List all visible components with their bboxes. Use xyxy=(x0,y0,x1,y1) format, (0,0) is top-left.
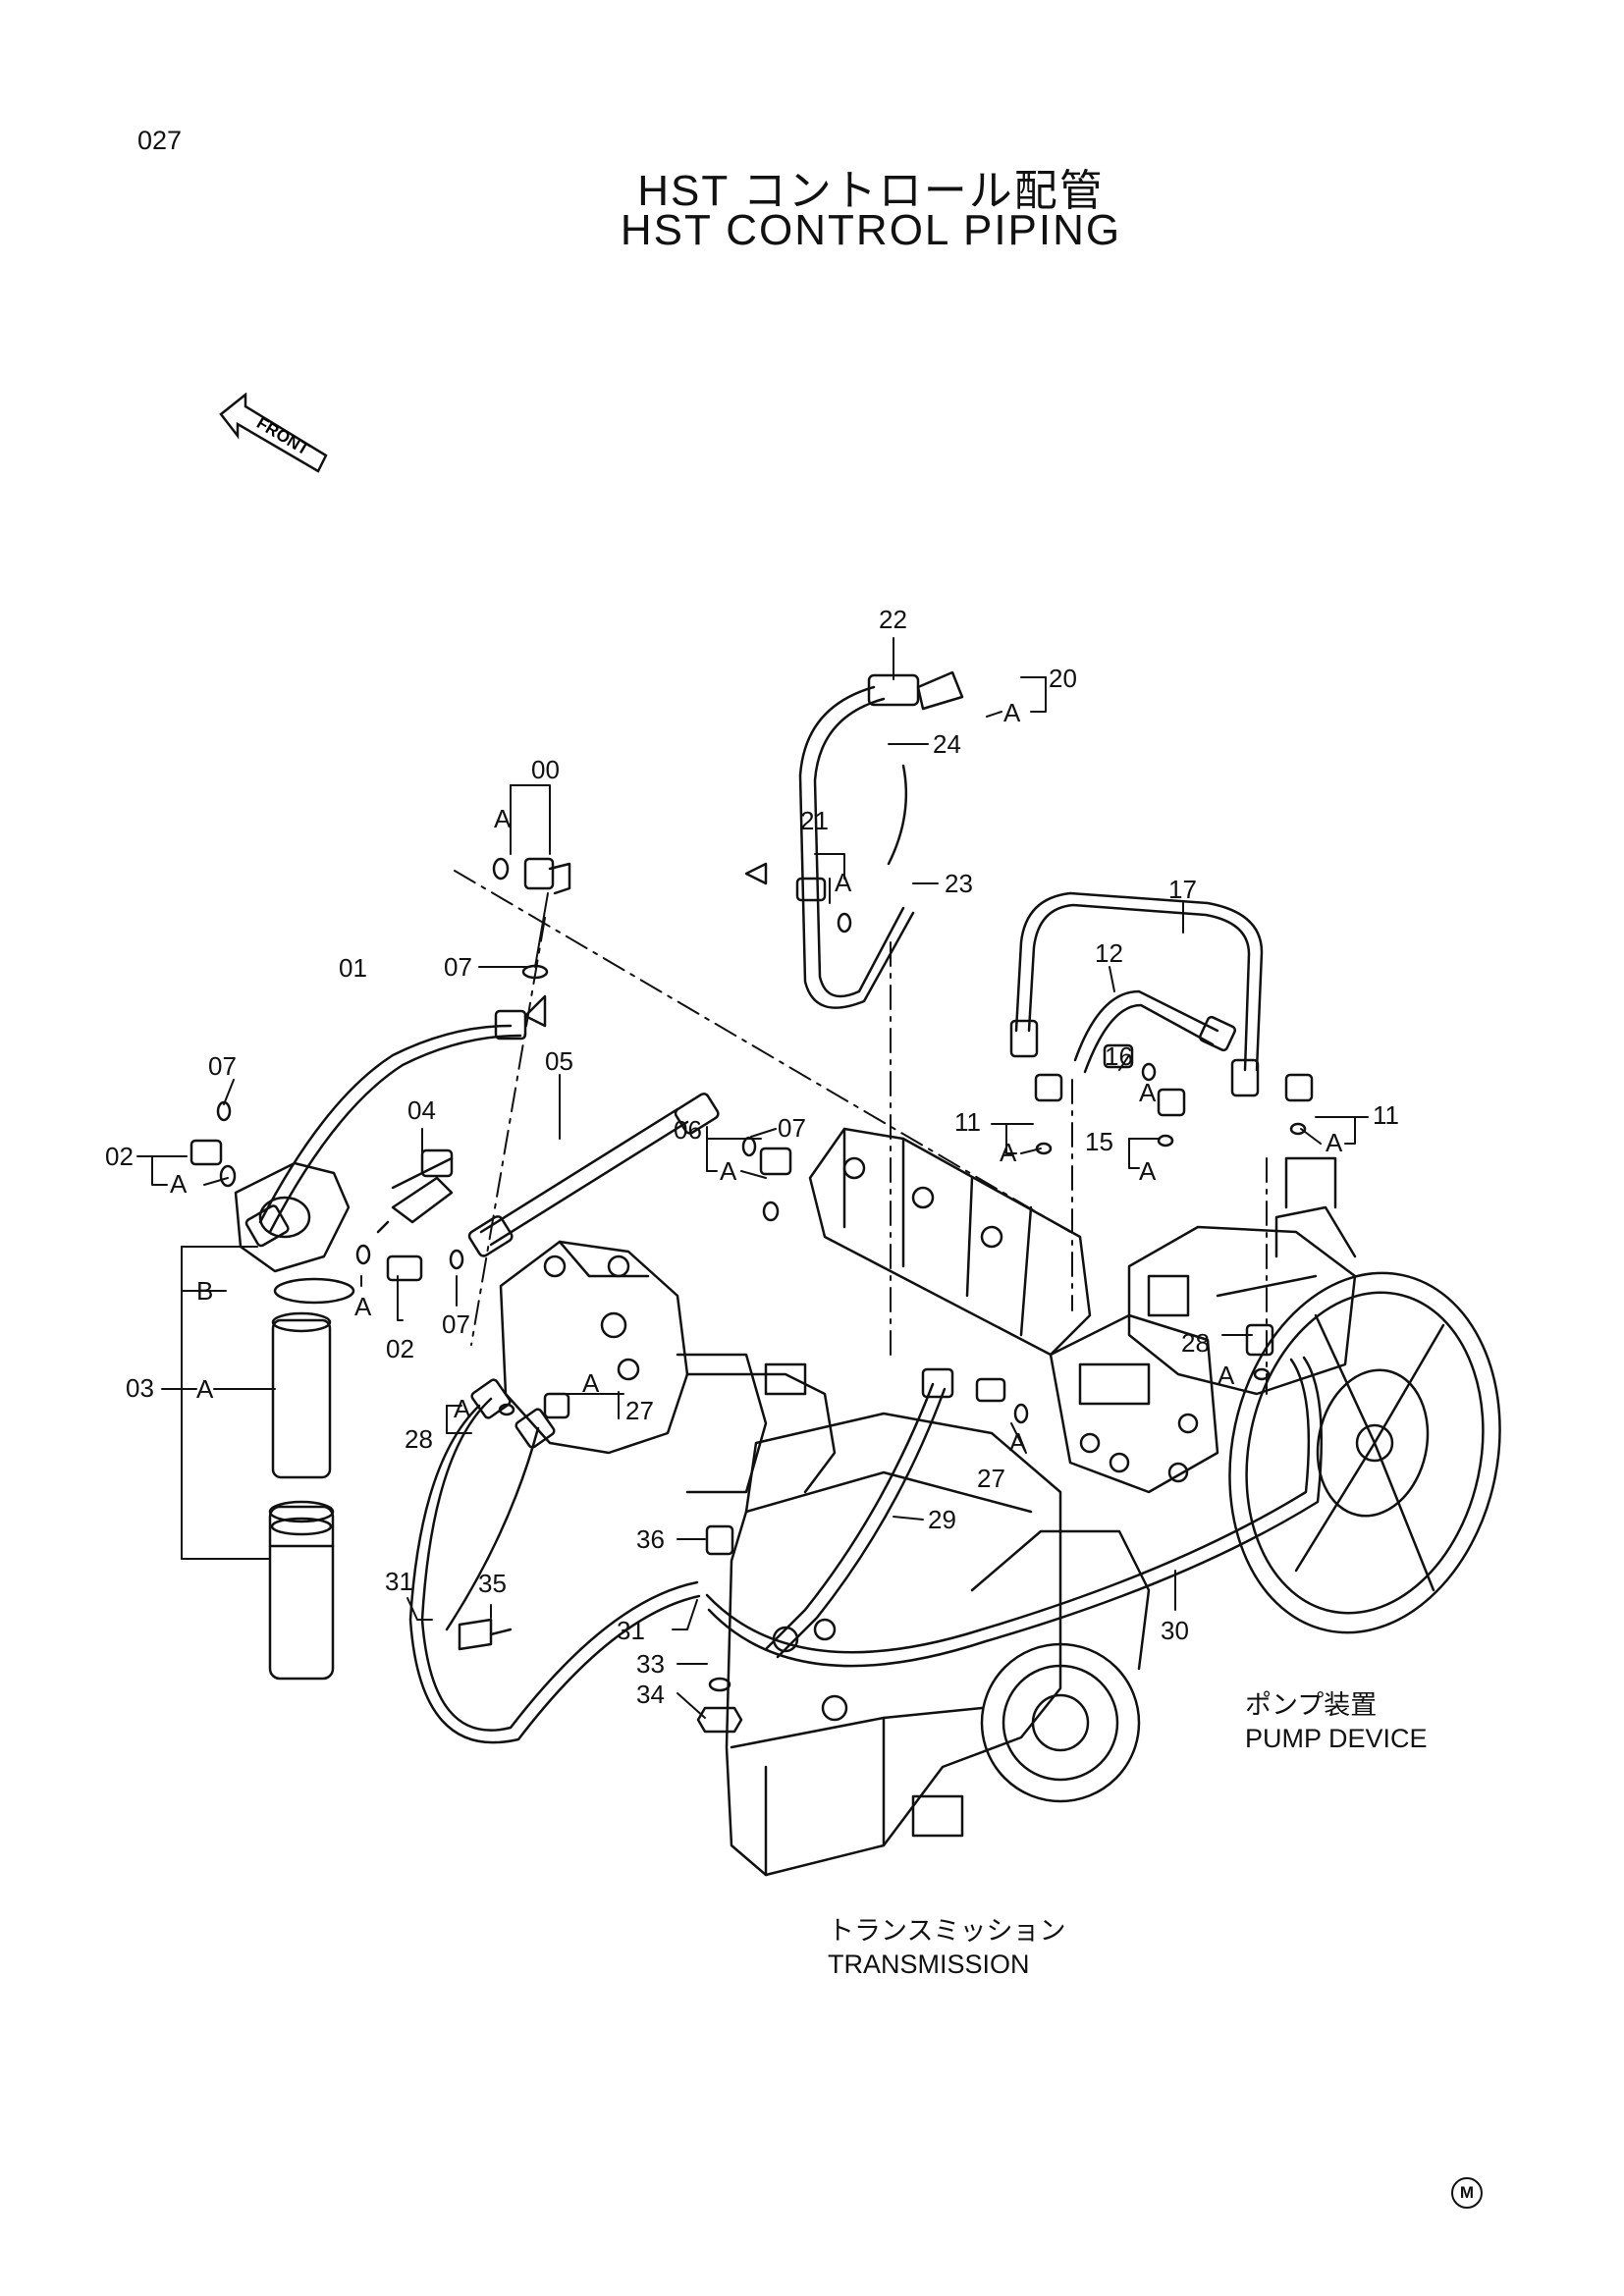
hose-30 xyxy=(705,1356,1324,1668)
callout-28: 28 xyxy=(1181,1328,1210,1358)
callout-02: 02 xyxy=(105,1142,134,1171)
hose-12 xyxy=(1073,989,1237,1074)
pump-device-caption: ポンプ装置 PUMP DEVICE xyxy=(1245,1688,1428,1755)
page-number: 027 xyxy=(137,126,183,155)
callout-35: 35 xyxy=(478,1569,507,1598)
callout-27: 27 xyxy=(977,1464,1005,1493)
ref-letter-b: B xyxy=(196,1276,213,1306)
callout-30: 30 xyxy=(1161,1616,1189,1645)
ref-letter-a: A xyxy=(454,1394,471,1423)
callout-12: 12 xyxy=(1095,938,1123,968)
callout-31: 31 xyxy=(385,1567,413,1596)
callout-00: 00 xyxy=(531,755,560,784)
callout-06: 06 xyxy=(674,1115,702,1145)
gear-pump-stack xyxy=(808,1127,1092,1357)
hose-22 xyxy=(744,670,964,1009)
ref-letter-a: A xyxy=(494,804,512,833)
pipe-17 xyxy=(1009,891,1264,1097)
callout-15: 15 xyxy=(1085,1127,1113,1156)
filter-assembly xyxy=(234,1161,355,1681)
ref-letter-a: A xyxy=(1326,1128,1343,1157)
pump-caption-jp: ポンプ装置 xyxy=(1245,1690,1378,1720)
callout-34: 34 xyxy=(636,1680,665,1709)
corner-mark: M xyxy=(1451,2177,1483,2209)
callout-17: 17 xyxy=(1168,875,1197,904)
callout-16: 16 xyxy=(1105,1041,1133,1071)
callout-04: 04 xyxy=(407,1095,436,1125)
callout-28: 28 xyxy=(405,1424,433,1454)
callout-21: 21 xyxy=(800,806,829,835)
ref-letter-a: A xyxy=(1218,1361,1235,1390)
callout-29: 29 xyxy=(928,1505,956,1534)
ref-letter-a: A xyxy=(1003,698,1021,727)
callout-07: 07 xyxy=(208,1051,237,1081)
transmission-caption: トランスミッション TRANSMISSION xyxy=(828,1914,1065,1981)
ref-letter-a: A xyxy=(835,868,852,897)
title-english: HST CONTROL PIPING xyxy=(620,206,1122,254)
ref-letter-a: A xyxy=(354,1292,372,1321)
callout-24: 24 xyxy=(933,729,961,759)
callout-labels: 00 01 02 02 03 04 05 06 07 07 07 07 11 1… xyxy=(105,605,1399,1709)
hose-29 xyxy=(764,1367,954,1659)
callout-31: 31 xyxy=(617,1616,645,1645)
callout-02: 02 xyxy=(386,1334,414,1363)
hose-05 xyxy=(467,1093,720,1257)
transmission-body xyxy=(725,1412,1151,1877)
callout-27: 27 xyxy=(625,1396,654,1425)
ref-letter-a: A xyxy=(1139,1156,1157,1186)
ref-letter-a: A xyxy=(1009,1427,1027,1457)
hose-01 xyxy=(244,994,547,1248)
callout-11: 11 xyxy=(1373,1100,1399,1130)
transmission-caption-jp: トランスミッション xyxy=(828,1916,1066,1946)
hose-31 xyxy=(408,1378,701,1744)
callout-11: 11 xyxy=(954,1107,981,1137)
callout-33: 33 xyxy=(636,1649,665,1679)
ref-letter-a: A xyxy=(170,1169,188,1199)
ref-letter-a: A xyxy=(720,1156,737,1186)
callout-03: 03 xyxy=(126,1373,154,1403)
flywheel xyxy=(1228,1271,1501,1634)
leader-lines xyxy=(136,637,1369,1719)
callout-07: 07 xyxy=(444,952,472,982)
reference-letters: A A B A A A A A A A A A A A A A xyxy=(170,698,1343,1457)
title-japanese: HST コントロール配管 xyxy=(637,167,1105,215)
front-arrow-icon: FRONT xyxy=(219,393,328,473)
callout-07: 07 xyxy=(778,1113,806,1143)
callout-23: 23 xyxy=(945,869,973,898)
ref-letter-a: A xyxy=(1139,1078,1157,1107)
transmission-caption-en: TRANSMISSION xyxy=(828,1949,1030,1979)
callout-20: 20 xyxy=(1049,664,1077,693)
pump-assembly-left xyxy=(499,1240,837,1494)
ref-letter-a: A xyxy=(196,1374,214,1404)
callout-36: 36 xyxy=(636,1524,665,1554)
ref-letter-a: A xyxy=(1000,1138,1017,1167)
callout-07: 07 xyxy=(442,1309,470,1339)
pump-housing-right xyxy=(1127,1156,1357,1396)
callout-22: 22 xyxy=(879,605,907,634)
callout-05: 05 xyxy=(545,1046,573,1076)
callout-01: 01 xyxy=(339,953,367,983)
ref-letter-a: A xyxy=(582,1368,600,1398)
pump-caption-en: PUMP DEVICE xyxy=(1245,1724,1428,1753)
